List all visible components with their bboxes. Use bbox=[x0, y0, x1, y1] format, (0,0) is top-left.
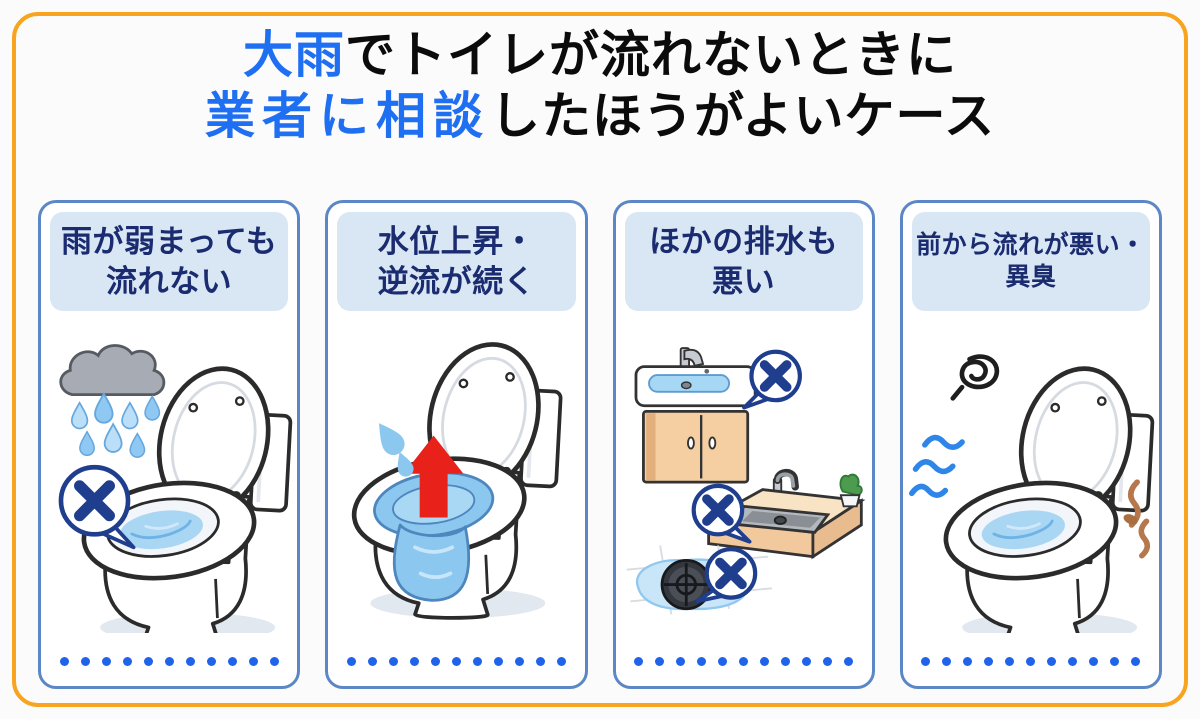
panel-1-heading: 雨が弱まっても 流れない bbox=[50, 212, 289, 311]
kitchen-sink-icon bbox=[703, 468, 865, 560]
illustration-rain-toilet bbox=[41, 311, 297, 657]
dot bbox=[164, 657, 174, 666]
dot bbox=[1131, 657, 1141, 666]
panel-4-heading-line1: 前から流れが悪い・ bbox=[916, 231, 1146, 259]
dot bbox=[59, 657, 69, 666]
cross-speech-bubble-icon bbox=[741, 352, 800, 410]
dot bbox=[367, 657, 377, 666]
illustration-overflowing-toilet bbox=[328, 311, 584, 657]
dot bbox=[122, 657, 132, 666]
title-line-2: 業者に相談したほうがよいケース bbox=[0, 86, 1200, 147]
dot bbox=[718, 657, 728, 666]
dot bbox=[655, 657, 665, 666]
dot bbox=[430, 657, 440, 666]
odor-waves-icon bbox=[1123, 479, 1150, 559]
dot bbox=[942, 657, 952, 666]
dot bbox=[185, 657, 195, 666]
dot bbox=[1005, 657, 1015, 666]
toilet-rain-svg bbox=[44, 344, 294, 633]
dot bbox=[802, 657, 812, 666]
rain-cloud-icon bbox=[59, 344, 166, 396]
panel-3-heading-line1: ほかの排水も bbox=[649, 224, 839, 260]
dot bbox=[823, 657, 833, 666]
panel-2-heading-line1: 水位上昇・ bbox=[377, 224, 536, 260]
panel-4-heading: 前から流れが悪い・ 異臭 bbox=[911, 212, 1150, 311]
raindrops-icon bbox=[71, 392, 161, 458]
dot bbox=[451, 657, 461, 666]
dot bbox=[493, 657, 503, 666]
dot bbox=[101, 657, 111, 666]
dots-decoration bbox=[616, 657, 872, 686]
dot bbox=[1047, 657, 1057, 666]
dot bbox=[739, 657, 749, 666]
panel-bad-flow-odor: 前から流れが悪い・ 異臭 bbox=[899, 200, 1162, 689]
title-line-1: 大雨でトイレが流れないときに bbox=[0, 25, 1200, 86]
bathroom-sink-icon bbox=[634, 347, 757, 484]
panel-1-heading-line2: 流れない bbox=[106, 263, 233, 299]
dot bbox=[963, 657, 973, 666]
title-line2-rest: したほうがよいケース bbox=[490, 88, 995, 144]
panel-2-heading: 水位上昇・ 逆流が続く bbox=[337, 212, 576, 311]
dot bbox=[634, 657, 644, 666]
up-arrow-icon bbox=[404, 435, 464, 518]
toilet-overflow-svg bbox=[331, 335, 581, 633]
dot bbox=[143, 657, 153, 666]
dot bbox=[921, 657, 931, 666]
dot bbox=[248, 657, 258, 666]
dot bbox=[346, 657, 356, 666]
panel-other-drains-bad: ほかの排水も 悪い bbox=[612, 200, 875, 689]
dot bbox=[409, 657, 419, 666]
water-bulge bbox=[393, 523, 471, 602]
panel-3-heading-line2: 悪い bbox=[712, 263, 776, 299]
title-line2-highlight: 業者に相談 bbox=[205, 88, 490, 144]
cross-speech-bubble-icon bbox=[695, 549, 755, 604]
stink-swirl-icon bbox=[950, 354, 999, 401]
dot bbox=[1089, 657, 1099, 666]
cross-speech-bubble-icon bbox=[61, 467, 136, 550]
illustration-odor-toilet bbox=[903, 311, 1159, 657]
dot bbox=[1068, 657, 1078, 666]
dots-decoration bbox=[328, 657, 584, 686]
slow-flow-waves-icon bbox=[908, 434, 965, 498]
panel-1-heading-line1: 雨が弱まっても bbox=[61, 224, 278, 260]
dots-decoration bbox=[903, 657, 1159, 686]
dot bbox=[388, 657, 398, 666]
dot bbox=[472, 657, 482, 666]
dot bbox=[781, 657, 791, 666]
panel-4-heading-line2: 異臭 bbox=[1005, 262, 1057, 291]
dot bbox=[697, 657, 707, 666]
dot bbox=[514, 657, 524, 666]
dot bbox=[269, 657, 279, 666]
dot bbox=[844, 657, 854, 666]
panel-rain-weakens-no-flush: 雨が弱まっても 流れない bbox=[38, 200, 301, 689]
drains-svg bbox=[626, 347, 865, 615]
dot bbox=[80, 657, 90, 666]
panel-3-heading: ほかの排水も 悪い bbox=[624, 212, 863, 311]
dot bbox=[556, 657, 566, 666]
dot bbox=[760, 657, 770, 666]
dots-decoration bbox=[41, 657, 297, 686]
dot bbox=[984, 657, 994, 666]
plant-icon bbox=[839, 473, 863, 508]
dot bbox=[535, 657, 545, 666]
toilet-odor-svg bbox=[908, 354, 1156, 633]
panel-water-rise-backflow: 水位上昇・ 逆流が続く bbox=[325, 200, 588, 689]
dot bbox=[227, 657, 237, 666]
toilet-icon bbox=[940, 357, 1153, 633]
panel-2-heading-line2: 逆流が続く bbox=[377, 263, 536, 299]
panels-row: 雨が弱まっても 流れない bbox=[38, 200, 1162, 689]
cross-speech-bubble-icon bbox=[693, 486, 752, 544]
title-line1-rest: でトイレが流れないときに bbox=[345, 27, 957, 83]
dot bbox=[206, 657, 216, 666]
dot bbox=[1110, 657, 1120, 666]
page-title: 大雨でトイレが流れないときに 業者に相談したほうがよいケース bbox=[0, 0, 1200, 147]
dot bbox=[676, 657, 686, 666]
title-line1-highlight: 大雨 bbox=[243, 27, 345, 83]
illustration-blocked-drains bbox=[616, 311, 872, 657]
dot bbox=[1026, 657, 1036, 666]
